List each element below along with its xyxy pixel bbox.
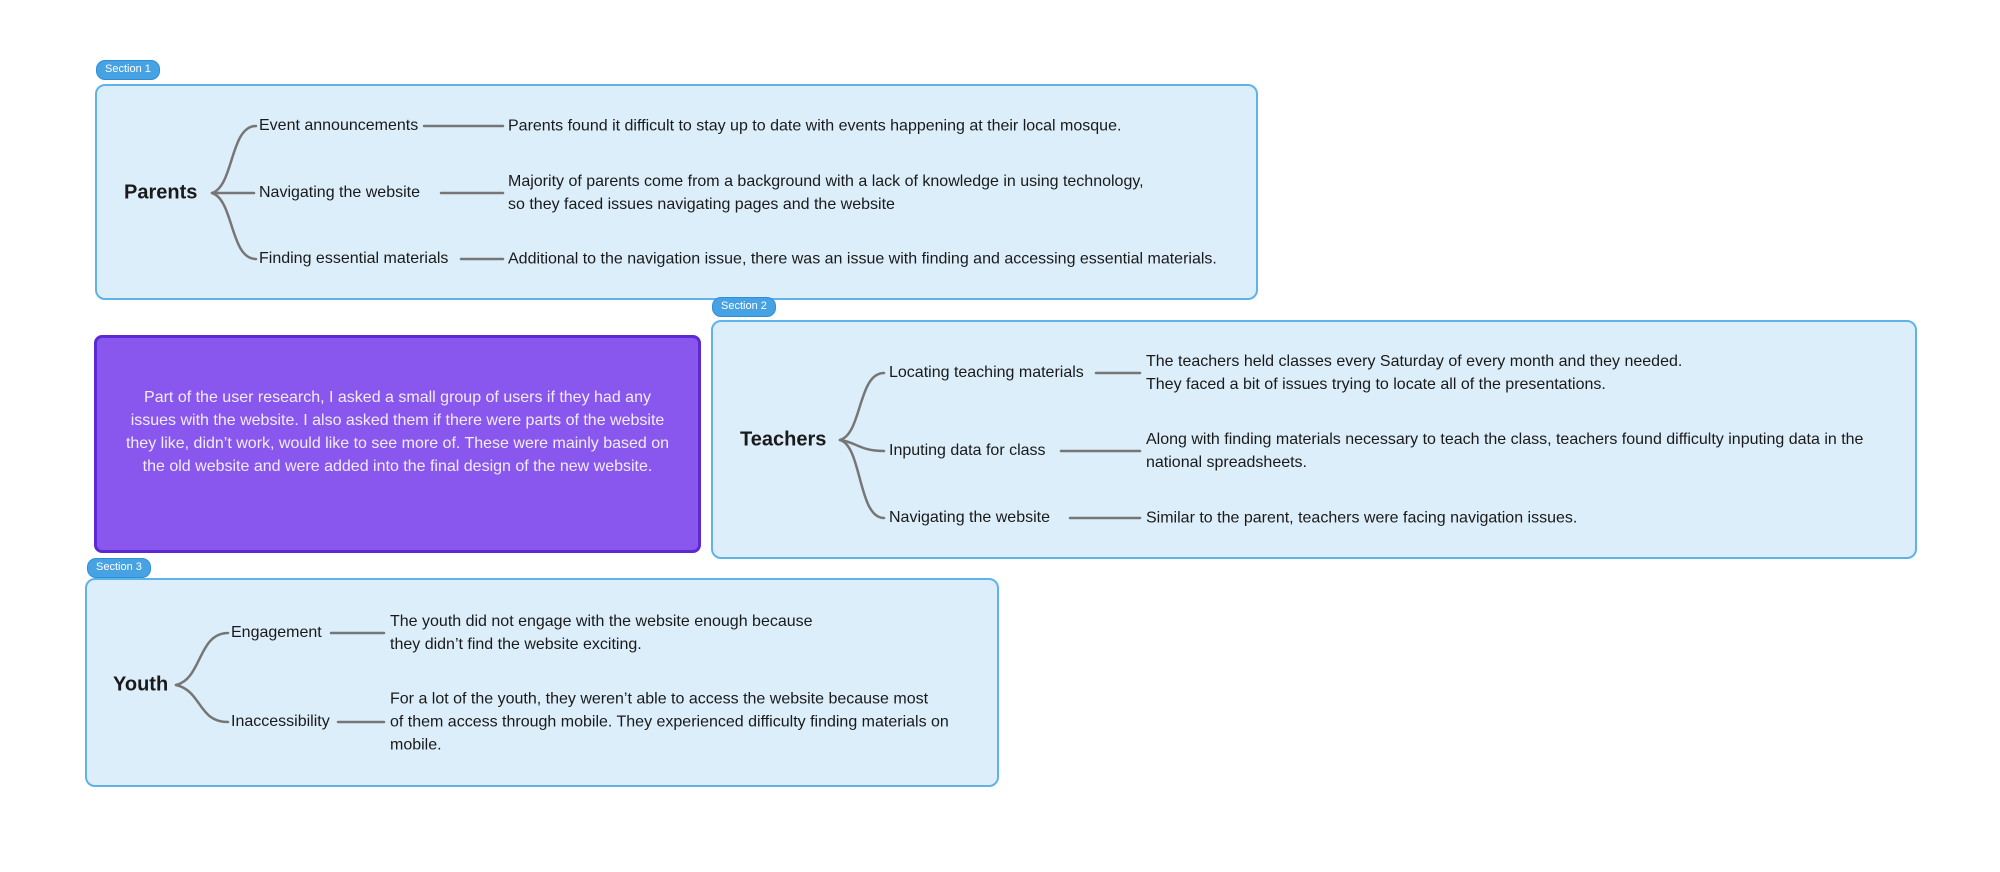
branch-label-navigating-website[interactable]: Navigating the website bbox=[259, 184, 420, 201]
branch-label-inputing-data[interactable]: Inputing data for class bbox=[889, 442, 1046, 459]
branch-label-finding-materials[interactable]: Finding essential materials bbox=[259, 250, 449, 267]
section-3-tag[interactable]: Section 3 bbox=[87, 558, 151, 578]
section-1-frame[interactable] bbox=[95, 84, 1258, 300]
section-3-frame[interactable] bbox=[85, 578, 999, 787]
branch-label-inaccessibility[interactable]: Inaccessibility bbox=[231, 713, 330, 730]
branch-label-engagement[interactable]: Engagement bbox=[231, 624, 322, 641]
branch-description[interactable]: Similar to the parent, teachers were fac… bbox=[1146, 509, 1578, 527]
branch-description[interactable]: The youth did not engage with the websit… bbox=[390, 613, 813, 653]
research-note[interactable]: Part of the user research, I asked a sma… bbox=[94, 335, 701, 553]
parents-root-label[interactable]: Parents bbox=[124, 181, 198, 204]
section-2-tag[interactable]: Section 2 bbox=[712, 297, 776, 317]
branch-description[interactable]: Parents found it difficult to stay up to… bbox=[508, 117, 1122, 135]
youth-root-label[interactable]: Youth bbox=[113, 673, 169, 696]
branch-description[interactable]: For a lot of the youth, they weren’t abl… bbox=[390, 690, 949, 754]
branch-description[interactable]: Additional to the navigation issue, ther… bbox=[508, 250, 1217, 268]
branch-label-locating-materials[interactable]: Locating teaching materials bbox=[889, 364, 1084, 381]
section-1-tag[interactable]: Section 1 bbox=[96, 60, 160, 80]
section-2-frame[interactable] bbox=[711, 320, 1917, 559]
research-note-text: Part of the user research, I asked a sma… bbox=[125, 389, 670, 475]
branch-description[interactable]: The teachers held classes every Saturday… bbox=[1146, 353, 1683, 393]
branch-label-navigating-website[interactable]: Navigating the website bbox=[889, 509, 1050, 526]
branch-description[interactable]: Along with finding materials necessary t… bbox=[1146, 431, 1864, 471]
teachers-root-label[interactable]: Teachers bbox=[740, 428, 827, 451]
branch-description[interactable]: Majority of parents come from a backgrou… bbox=[508, 173, 1144, 213]
branch-label-event-announcements[interactable]: Event announcements bbox=[259, 117, 419, 134]
